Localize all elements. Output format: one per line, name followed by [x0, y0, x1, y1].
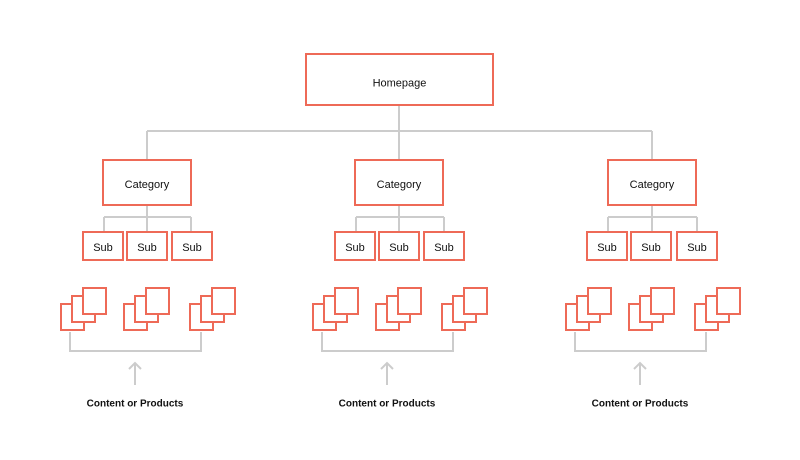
document-stack-icon [628, 287, 675, 331]
document-stack-icon [60, 287, 107, 331]
homepage-node: Homepage [305, 53, 494, 106]
category-node-2: Category [354, 159, 444, 206]
sub-node-1-2: Sub [126, 231, 168, 261]
sub-label: Sub [137, 242, 157, 254]
sub-node-2-3: Sub [423, 231, 465, 261]
content-caption-2: Content or Products [339, 399, 436, 410]
document-stack-icon [312, 287, 359, 331]
category-label-1: Category [125, 179, 170, 191]
document-stack-icon [441, 287, 488, 331]
document-stack-icon [123, 287, 170, 331]
sub-node-1-3: Sub [171, 231, 213, 261]
content-bracket [69, 332, 202, 352]
document-stack-icon [565, 287, 612, 331]
sub-label: Sub [389, 242, 409, 254]
homepage-connectors [146, 106, 653, 160]
sub-label: Sub [182, 242, 202, 254]
sub-node-3-3: Sub [676, 231, 718, 261]
sub-node-3-2: Sub [630, 231, 672, 261]
document-stack-icon [375, 287, 422, 331]
content-caption-1: Content or Products [87, 399, 184, 410]
document-stack-icon [189, 287, 236, 331]
sub-node-3-1: Sub [586, 231, 628, 261]
homepage-label: Homepage [373, 77, 427, 89]
sub-label: Sub [345, 242, 365, 254]
content-caption-3: Content or Products [592, 399, 689, 410]
sub-node-2-1: Sub [334, 231, 376, 261]
sub-label: Sub [93, 242, 113, 254]
arrow-up-icon [128, 361, 142, 385]
sub-label: Sub [687, 242, 707, 254]
content-bracket [574, 332, 707, 352]
category-label-2: Category [377, 179, 422, 191]
category-1-connectors [103, 205, 192, 232]
category-3-connectors [607, 205, 698, 232]
sub-label: Sub [434, 242, 454, 254]
sub-node-2-2: Sub [378, 231, 420, 261]
category-node-1: Category [102, 159, 192, 206]
sub-label: Sub [641, 242, 661, 254]
category-2-connectors [355, 205, 445, 232]
arrow-up-icon [633, 361, 647, 385]
sub-node-1-1: Sub [82, 231, 124, 261]
category-node-3: Category [607, 159, 697, 206]
content-bracket [321, 332, 454, 352]
category-label-3: Category [630, 179, 675, 191]
sub-label: Sub [597, 242, 617, 254]
document-stack-icon [694, 287, 741, 331]
arrow-up-icon [380, 361, 394, 385]
category-branch-2: Category Sub Sub Sub [312, 159, 488, 410]
category-branch-3: Category Sub Sub Sub [565, 159, 741, 410]
category-branch-1: Category Sub Sub Sub [60, 159, 236, 410]
